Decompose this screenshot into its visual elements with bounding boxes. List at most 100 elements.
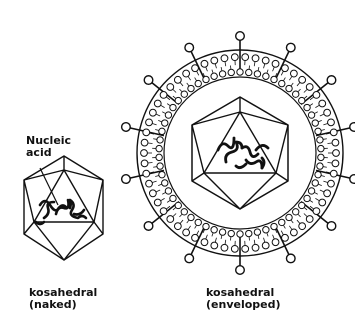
lipid-head (308, 188, 314, 194)
lipid-tail (167, 200, 170, 202)
lipid-head (328, 119, 335, 126)
lipid-tail (318, 184, 321, 185)
enveloped-nucleic-acid (218, 138, 268, 168)
lipid-tail (291, 83, 293, 86)
lipid-head (203, 223, 209, 229)
lipid-head (271, 76, 277, 82)
lipid-head (160, 208, 167, 215)
lipid-head (304, 195, 310, 201)
spike-knob (236, 266, 245, 275)
lipid-head (304, 104, 310, 110)
lipid-head (188, 85, 194, 91)
lipid-head (143, 129, 150, 136)
lipid-tail (188, 226, 191, 230)
lipid-tail (215, 238, 216, 242)
lipid-head (282, 234, 289, 241)
lipid-head (313, 208, 320, 215)
lipid-tail (323, 181, 327, 182)
lipid-head (286, 214, 292, 220)
lipid-head (279, 80, 285, 86)
lipid-head (293, 209, 299, 215)
lipid-head (141, 139, 148, 146)
lipid-head (201, 60, 208, 67)
lipid-tail (179, 214, 181, 217)
lipid-head (175, 202, 181, 208)
lipid-head (149, 190, 156, 197)
lipid-head (299, 76, 306, 83)
lipid-tail (304, 96, 307, 98)
lipid-tail (152, 123, 156, 124)
spike-knob (350, 123, 355, 132)
lipid-tail (212, 233, 213, 236)
lipid-head (170, 104, 176, 110)
lipid-head (181, 209, 187, 215)
lipid-tail (180, 83, 183, 86)
lipid-head (149, 109, 156, 116)
naked-capsid-face (34, 170, 94, 222)
lipid-head (290, 229, 297, 236)
lipid-tail (264, 64, 265, 68)
lipid-tail (197, 71, 199, 75)
lipid-head (181, 91, 187, 97)
lipid-head (286, 85, 292, 91)
lipid-head (312, 180, 318, 186)
lipid-head (211, 73, 217, 79)
lipid-tail (258, 67, 259, 70)
lipid-tail (180, 220, 183, 223)
lipid-tail (315, 198, 319, 200)
lipid-head (330, 170, 337, 177)
lipid-head (319, 100, 326, 107)
lipid-head (246, 69, 252, 75)
lipid-head (290, 70, 297, 77)
lipid-head (231, 54, 238, 61)
spike-knob (286, 43, 295, 52)
lipid-tail (221, 236, 222, 239)
lipid-head (167, 84, 174, 91)
lipid-tail (188, 76, 191, 80)
lipid-head (143, 170, 150, 177)
lipid-tail (281, 231, 283, 235)
lipid-head (154, 100, 161, 107)
lipid-tail (221, 67, 222, 70)
lipid-tail (291, 220, 293, 223)
lipid-tail (161, 198, 165, 200)
lipid-tail (304, 214, 307, 217)
naked-icosahedral-virus (24, 156, 103, 260)
lipid-head (156, 145, 162, 151)
lipid-head (192, 234, 199, 241)
lipid-tail (321, 176, 324, 177)
lipid-tail (212, 70, 213, 73)
lipid-head (315, 128, 321, 134)
lipid-head (293, 91, 299, 97)
lipid-head (330, 129, 337, 136)
lipid-tail (153, 139, 156, 140)
lipid-tail (156, 114, 160, 116)
lipid-bilayer-heads-outer (141, 54, 340, 253)
lipid-tail (315, 105, 319, 107)
lipid-head (195, 80, 201, 86)
lipid-head (183, 229, 190, 236)
lipid-head (272, 60, 279, 67)
lipid-head (162, 120, 168, 126)
lipid-head (252, 244, 259, 251)
spike-knob (144, 222, 153, 231)
lipid-head (165, 112, 171, 118)
lipid-tail (173, 89, 176, 92)
lipid-head (324, 109, 331, 116)
spike-knob (327, 222, 336, 231)
lipid-head (299, 97, 305, 103)
lipid-tail (206, 67, 208, 71)
spike-knob (144, 76, 153, 85)
lipid-head (203, 76, 209, 82)
enveloped-capsid-edges (192, 97, 288, 209)
lipid-head (279, 219, 285, 225)
lipid-head (141, 150, 148, 157)
lipid-tail (310, 104, 313, 106)
lipid-head (141, 160, 148, 167)
spike-knob (327, 76, 336, 85)
lipid-head (262, 242, 269, 249)
enveloped-icosahedral-virus (122, 32, 355, 275)
lipid-head (312, 120, 318, 126)
lipid-head (160, 92, 167, 99)
lipid-tail (315, 112, 318, 114)
